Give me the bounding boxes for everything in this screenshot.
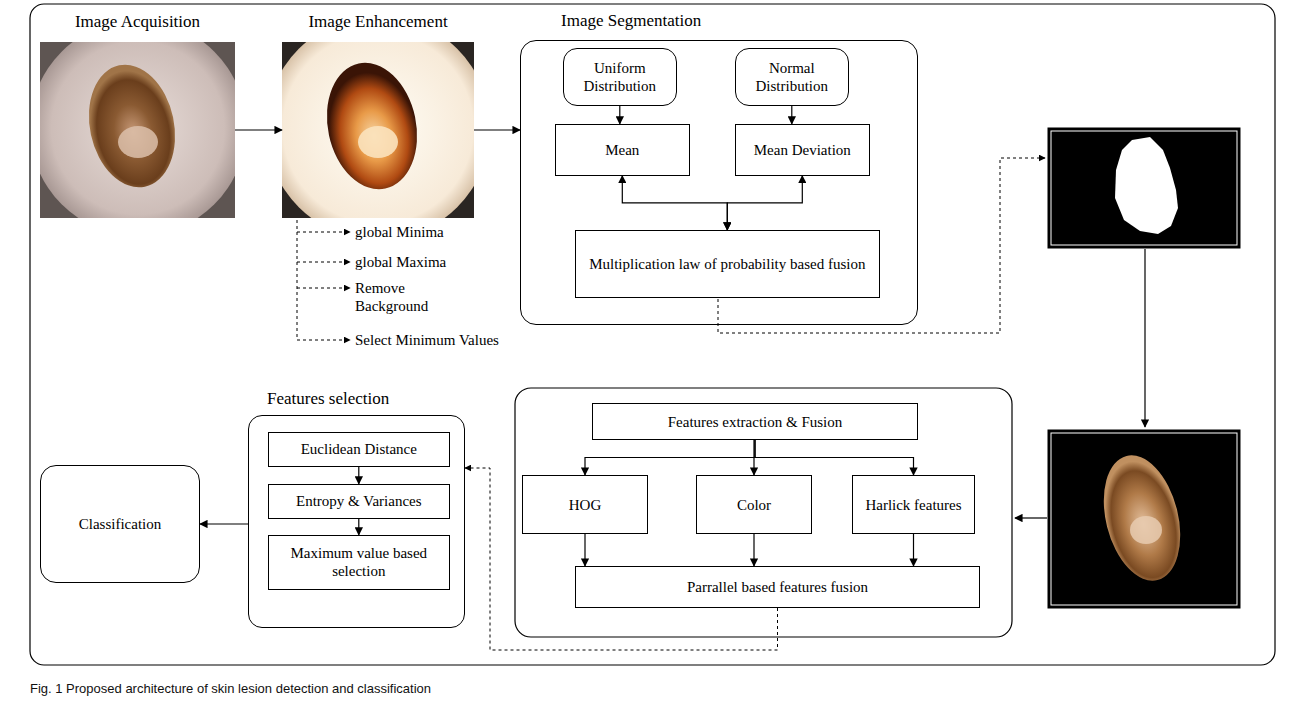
stage-container: Features selectionEuclidean DistanceEntr… (248, 415, 465, 628)
node-label: Classification (73, 513, 168, 535)
process-box: Mean (555, 124, 690, 176)
flow-arrow (791, 106, 792, 124)
segmented-image (1048, 430, 1240, 608)
process-box: Entropy & Variances (268, 484, 450, 519)
lesion-patch (358, 126, 398, 158)
leader-line (297, 288, 350, 289)
feature-region (515, 388, 1012, 637)
leader-lines (297, 220, 350, 340)
flow-arrow (727, 176, 802, 230)
flow-arrow (622, 176, 727, 230)
enhanced-photo (282, 42, 474, 218)
segment-ground (1048, 430, 1240, 608)
node-label: Parrallel based features fusion (681, 576, 874, 598)
stage-container: Image SegmentationUniform DistributionNo… (520, 40, 918, 325)
mask-image (1048, 128, 1240, 248)
node-label: Euclidean Distance (295, 438, 423, 460)
flow-arrow (474, 129, 520, 130)
process-box: Parrallel based features fusion (575, 566, 980, 608)
node-label: HOG (563, 494, 608, 516)
flow-arrow (755, 440, 914, 475)
leader-line (297, 232, 350, 233)
photo-field (40, 42, 235, 218)
node-label: Mean Deviation (748, 139, 857, 161)
node-label: Harlick features (859, 494, 967, 516)
node-label: Entropy & Variances (290, 490, 428, 512)
rounded-box: Normal Distribution (735, 48, 849, 106)
node-title: Image Acquisition (40, 12, 235, 32)
segment-frame (1051, 433, 1237, 605)
annotation-label: global Maxima (355, 253, 515, 271)
lesion-patch (1130, 516, 1162, 544)
flow-arrow (913, 534, 914, 566)
flow-line (1144, 249, 1145, 427)
process-box: Maximum value based selection (268, 535, 450, 590)
image-panel: Image Enhancement (282, 42, 474, 218)
annotation-label: global Minima (355, 223, 515, 241)
flow-line (1015, 517, 1047, 518)
lesion (1092, 447, 1193, 589)
node-label: Color (731, 494, 777, 516)
mask-frame (1051, 131, 1237, 245)
leader-line (297, 340, 350, 341)
figure-caption: Fig. 1 Proposed architecture of skin les… (30, 681, 431, 697)
process-box: Mean Deviation (735, 124, 870, 176)
node-title: Features selection (267, 389, 389, 409)
node-label: Features extraction & Fusion (662, 411, 849, 433)
image-panel: Image Acquisition (40, 42, 235, 218)
dermoscopy-photo (40, 42, 235, 218)
lesion (78, 57, 186, 196)
lesion-patch (118, 126, 158, 158)
outer-frame (30, 4, 1275, 665)
flow-arrow (753, 534, 754, 566)
process-box: Color (696, 475, 812, 534)
flow-arrow (235, 129, 282, 130)
flow-arrow (358, 519, 359, 535)
node-label: Normal Distribution (736, 57, 848, 97)
leader-line (297, 262, 350, 263)
leader-line (297, 220, 298, 340)
annotation-label: Select Minimum Values (355, 331, 555, 349)
photo-field (282, 42, 474, 218)
lesion (316, 54, 429, 197)
mask-region (1115, 137, 1178, 234)
node-title: Image Enhancement (282, 12, 474, 32)
node-label: Uniform Distribution (564, 57, 676, 97)
process-box: Euclidean Distance (268, 432, 450, 467)
flow-arrow (358, 467, 359, 484)
node-label: Maximum value based selection (269, 542, 449, 582)
node-title: Image Segmentation (561, 11, 701, 31)
process-box: HOG (522, 475, 648, 534)
annotation-label: Remove Background (355, 279, 455, 315)
process-box: Harlick features (852, 475, 975, 534)
flow-arrow (619, 106, 620, 124)
node-label: Multiplication law of probability based … (583, 253, 871, 275)
process-box: Features extraction & Fusion (592, 403, 918, 440)
flow-arrow (584, 534, 585, 566)
flow-arrow (585, 440, 755, 475)
rounded-box: Uniform Distribution (563, 48, 677, 106)
flow-arrow (200, 523, 248, 524)
node-label: Mean (599, 139, 645, 161)
mask-ground (1048, 128, 1240, 248)
process-box: Multiplication law of probability based … (575, 230, 880, 298)
rounded-box: Classification (40, 465, 200, 583)
